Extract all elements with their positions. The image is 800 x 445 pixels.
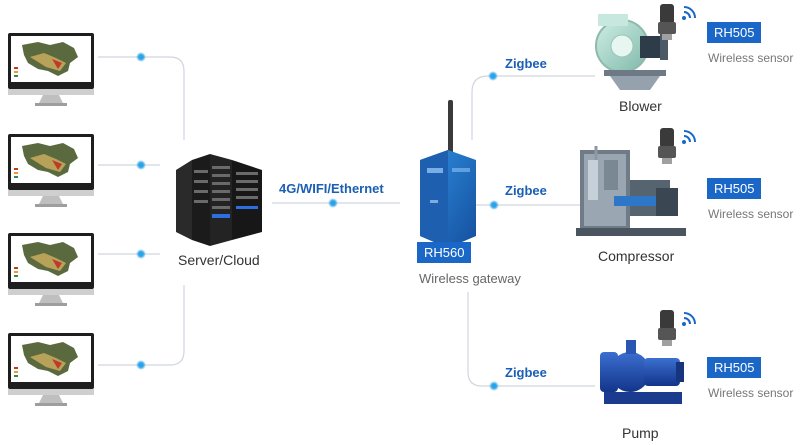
blower-sensor-label: Wireless sensor	[708, 51, 794, 65]
compressor-link-label: Zigbee	[505, 183, 547, 198]
monitor-icon	[8, 333, 94, 406]
compressor-sensor-badge: RH505	[707, 178, 762, 199]
monitor-icon	[8, 233, 94, 306]
blower-sensor-icon	[657, 3, 696, 41]
compressor-label: Compressor	[598, 248, 675, 264]
gateway-label: Wireless gateway	[419, 271, 521, 286]
monitor-icon	[8, 33, 94, 106]
blower-link-label: Zigbee	[505, 56, 547, 71]
compressor-sensor-label: Wireless sensor	[708, 207, 794, 221]
blower-label: Blower	[619, 98, 662, 114]
compressor-sensor-icon	[657, 127, 696, 165]
blower-sensor-badge: RH505	[707, 22, 762, 43]
pump-icon	[600, 340, 684, 404]
pump-label: Pump	[622, 425, 659, 441]
server-label: Server/Cloud	[178, 252, 260, 268]
gateway-device-icon	[420, 100, 476, 248]
monitor-icon	[8, 134, 94, 207]
pump-link-label: Zigbee	[505, 365, 547, 380]
pump-sensor-badge: RH505	[707, 357, 762, 378]
server-rack-icon	[176, 154, 262, 246]
connection-dots	[136, 52, 499, 391]
pump-sensor-icon	[657, 309, 696, 347]
pump-sensor-label: Wireless sensor	[708, 386, 794, 400]
blower-icon	[595, 14, 668, 90]
gateway-model-badge: RH560	[417, 242, 472, 263]
compressor-icon	[576, 146, 686, 236]
uplink-label: 4G/WIFI/Ethernet	[279, 181, 384, 196]
monitor-to-server-lines	[98, 56, 185, 366]
